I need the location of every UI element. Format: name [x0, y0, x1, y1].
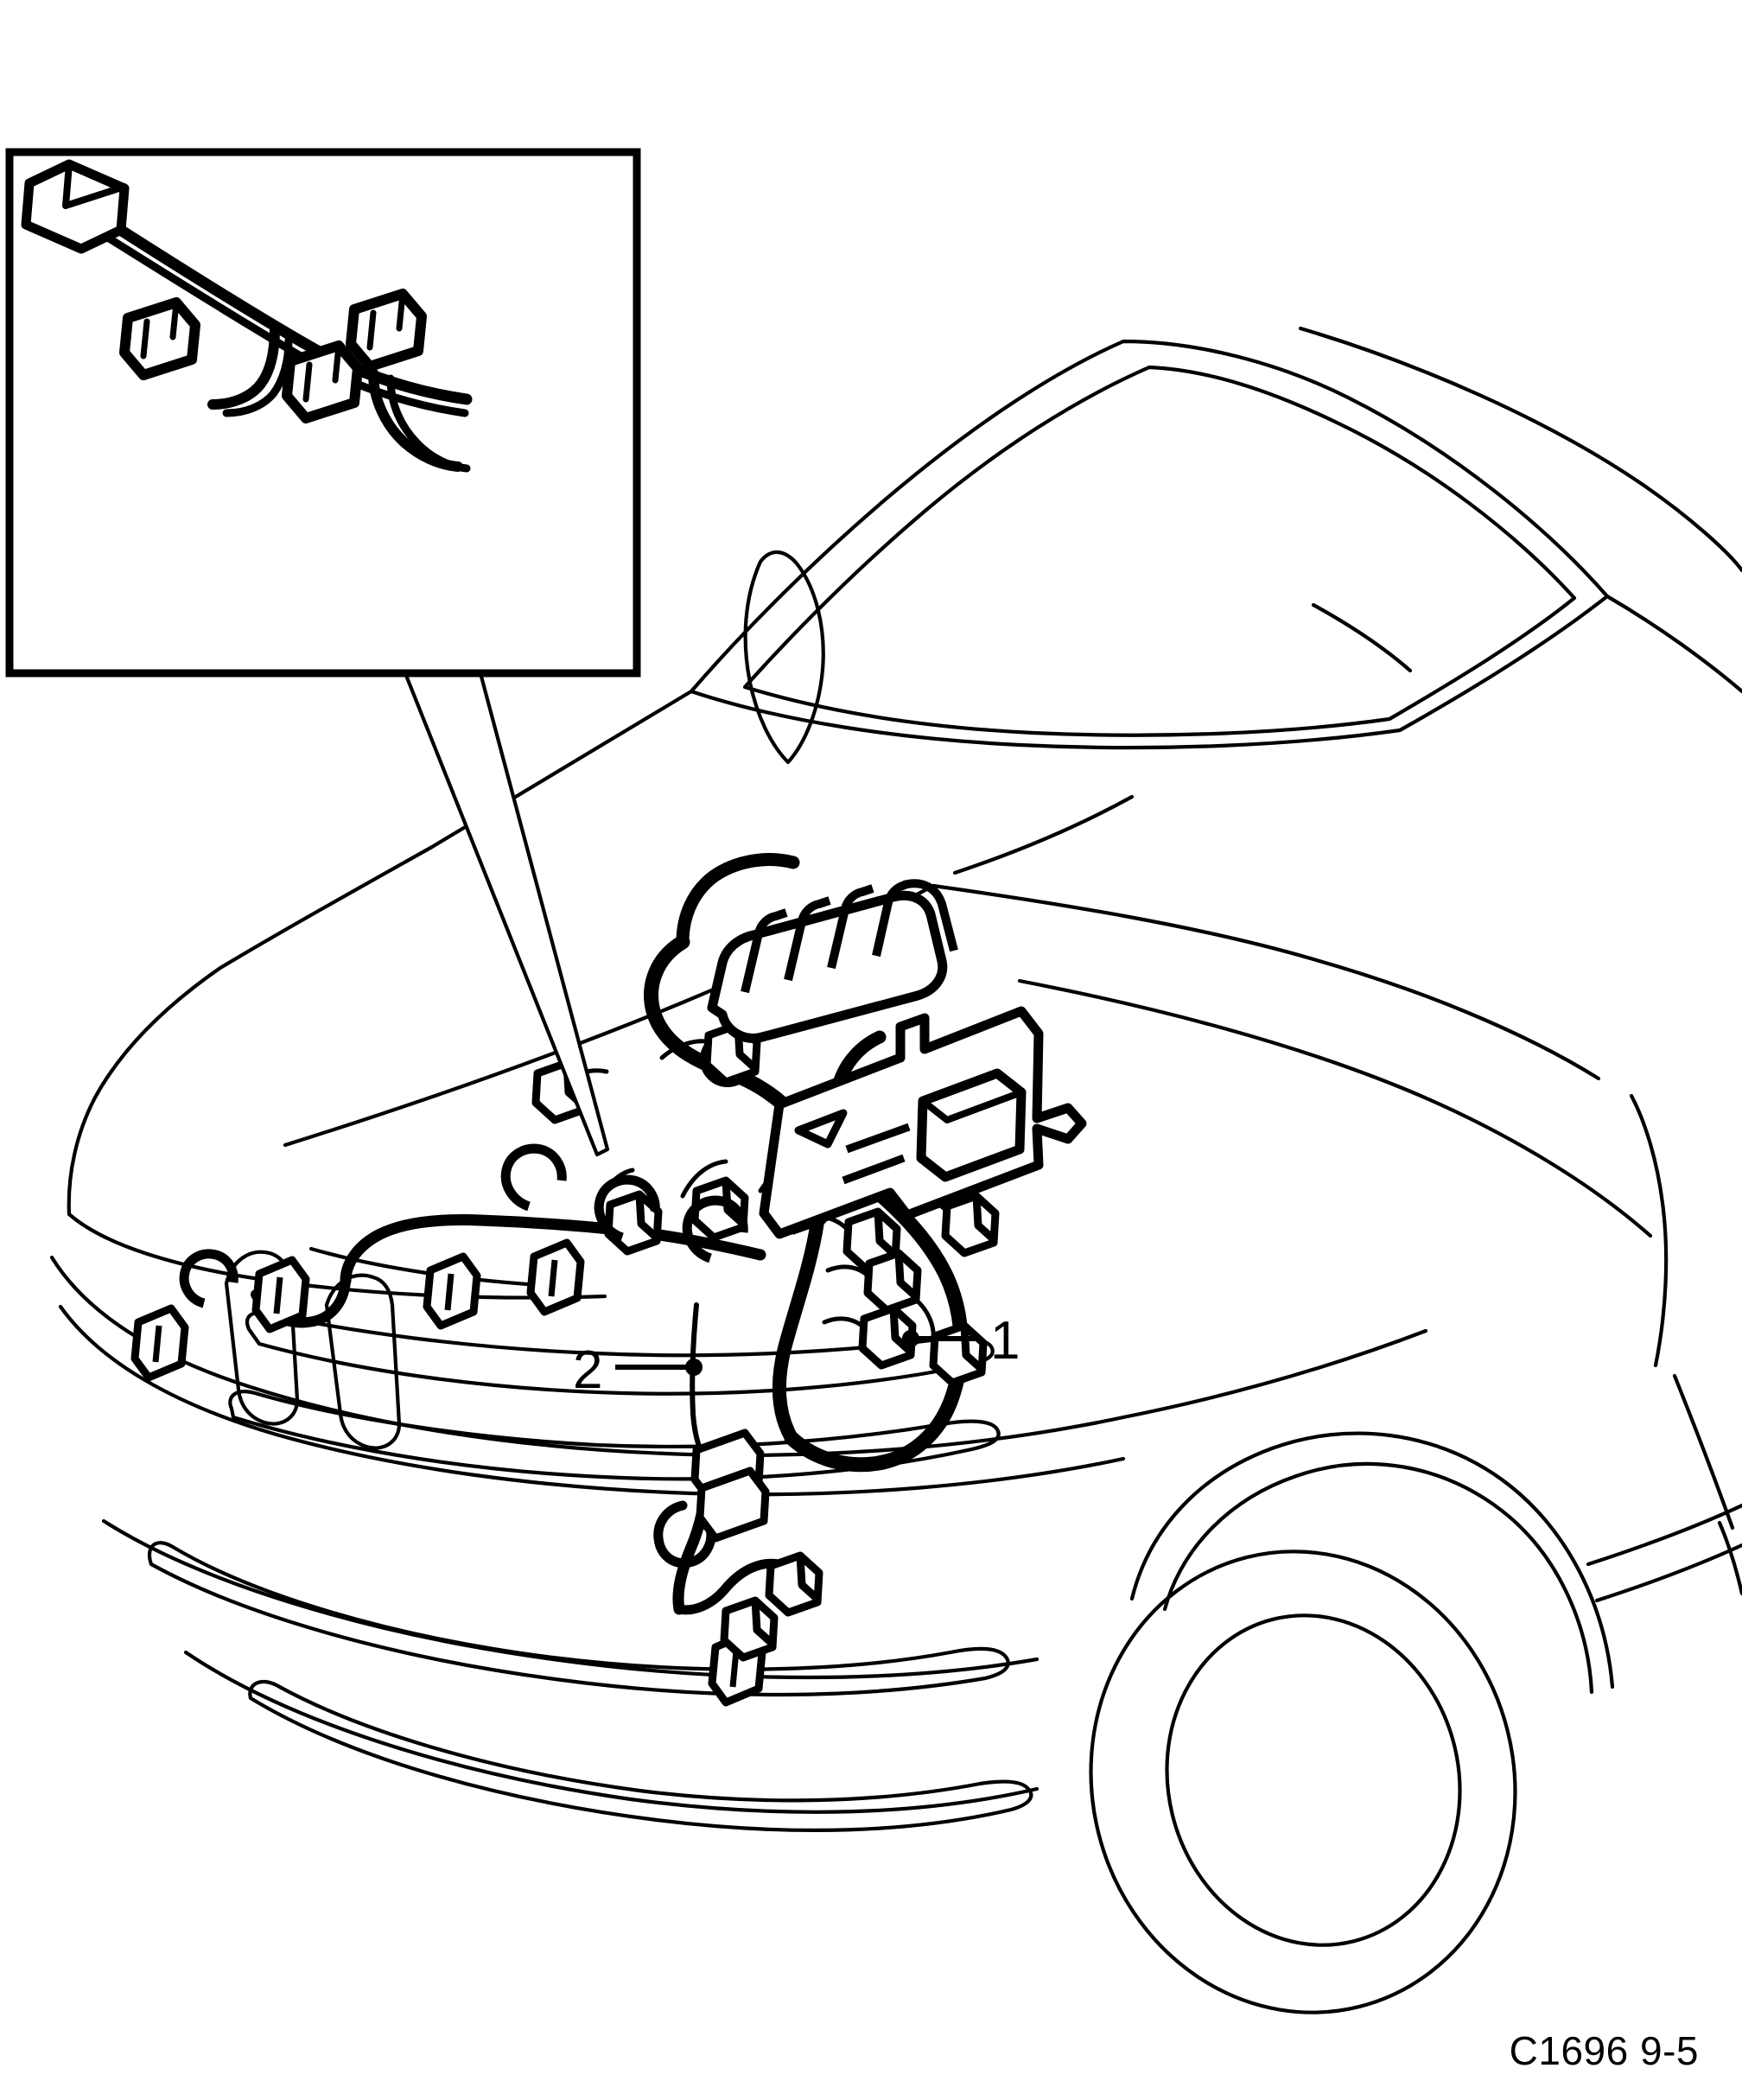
air-dam-opening [148, 1541, 1010, 1697]
fusebox-bracket [794, 1109, 848, 1149]
inset-connector-a-face [140, 299, 180, 360]
inset-connector-c [346, 289, 427, 372]
inset-branch-2b [386, 374, 471, 473]
callout-2-label: 2 [573, 1340, 602, 1400]
connector-block [720, 1596, 779, 1662]
ecu-module [707, 879, 958, 1043]
windshield-inner [742, 365, 1577, 737]
wheel-arch-outer [1129, 1431, 1615, 1690]
inset-branch-1 [207, 323, 280, 410]
side-mirror [743, 550, 825, 765]
windshield-outer [689, 339, 1610, 750]
connector-stacked [690, 1429, 770, 1543]
door-shutline-3 [1717, 1520, 1742, 1596]
a-pillar-upper [1605, 594, 1742, 694]
body-lower-rocker [1121, 1328, 1428, 1420]
centre-grille-block [224, 1250, 300, 1426]
inset-connector-b-face [302, 342, 342, 403]
callout-1-dot [902, 1330, 919, 1347]
callout-2: 2 [573, 1340, 703, 1400]
connector-block [929, 1321, 988, 1387]
connector-block [863, 1249, 922, 1314]
harness-to-cowl [676, 853, 800, 949]
connector-flat [526, 1238, 585, 1316]
inset-subharness [21, 159, 473, 473]
ecu-fin-1 [741, 908, 788, 994]
fender-crown-left [67, 965, 223, 1217]
door-shutline-2 [1672, 1373, 1735, 1530]
wheel-rim [1165, 1613, 1462, 1947]
sill-line-2 [1594, 1543, 1742, 1603]
headlamp-outline [308, 1246, 556, 1289]
ring-terminal [179, 1143, 748, 1308]
fender-side-upper [931, 883, 1601, 1081]
inset-connector-c-face [366, 290, 406, 351]
roofline [1298, 326, 1742, 573]
inset-connector-a [119, 297, 200, 380]
inset-connector-main-face [26, 161, 128, 209]
connector-block [941, 1192, 1000, 1257]
callout-2-dot [685, 1359, 703, 1376]
callout-1-label: 1 [990, 1311, 1020, 1371]
harness-spur-b [680, 1159, 728, 1199]
body-waistline [1017, 978, 1653, 1238]
sill-line [1586, 1503, 1742, 1567]
connector-block [858, 1304, 917, 1370]
harness-branch-left-main [340, 1214, 766, 1287]
tyre-outer [1089, 1550, 1517, 2014]
harness-small-loop [653, 1500, 716, 1569]
door-shutline [1629, 1093, 1669, 1368]
cowl-arc [1311, 602, 1413, 673]
front-spoiler [183, 1650, 1039, 1814]
hood-rear-edge [218, 689, 694, 970]
grille-lower [228, 1390, 1001, 1481]
bumper-top2 [58, 1304, 1126, 1497]
ecu-cap [902, 879, 958, 952]
connector-block [765, 1551, 823, 1617]
inset-cable-main [87, 207, 473, 405]
relay-cube-top [919, 1070, 1025, 1123]
centre-grille-block-2 [324, 1273, 402, 1450]
fuse-strip [842, 1123, 911, 1185]
connector-flat [251, 1256, 310, 1333]
fuse-relay-box [759, 1006, 1087, 1239]
spoiler-lip [248, 1679, 1033, 1832]
connector-flat [130, 1304, 189, 1382]
vehicle-outline [49, 326, 1742, 2014]
connector-flat [423, 1252, 481, 1330]
figure-caption: C1696 9-5 [1509, 2028, 1699, 2073]
hood-seam-right [952, 794, 1135, 875]
ecu-fin-2 [784, 896, 831, 982]
inset-panel: 3 [5, 148, 641, 1157]
wheel-arch-inner [1162, 1461, 1594, 1695]
callout-1: 1 [902, 1311, 1020, 1371]
inset-connector-b [282, 340, 363, 423]
harness-tail-branch [674, 1558, 785, 1615]
ecu-fin-3 [827, 884, 874, 970]
harness-trunk-right [784, 1173, 969, 1473]
ecu-fin-4 [872, 881, 907, 958]
